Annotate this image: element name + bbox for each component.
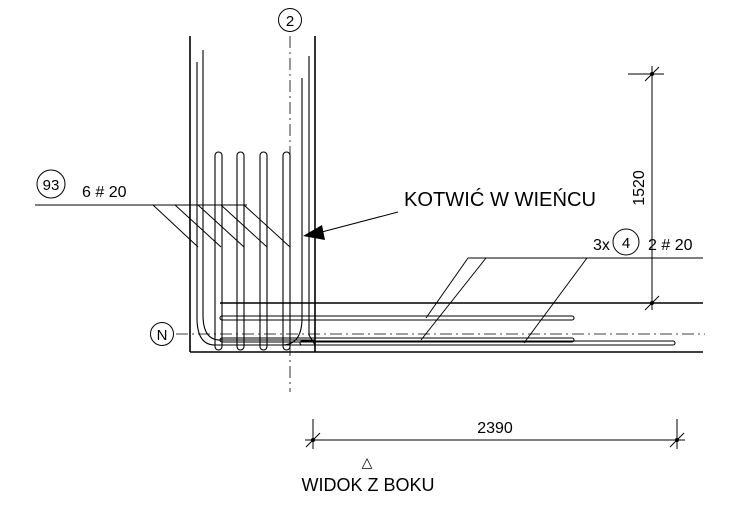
view-symbol: △ [362, 454, 373, 470]
anchorage-arrow-head [303, 225, 325, 240]
dimension-vertical-value: 1520 [631, 170, 648, 206]
axis-marker-n: N [150, 322, 174, 346]
bar-93-callout: 93 6 # 20 [35, 169, 291, 248]
bar-4-mark: 4 [622, 235, 630, 252]
axis-marker-n-label: N [157, 327, 168, 344]
bar-4-prefix: 3x [593, 237, 610, 254]
bar-4-spec: 2 # 20 [648, 237, 693, 254]
axis-marker-2: 2 [278, 8, 302, 32]
anchorage-annotation: KOTWIĆ W WIEŃCU [303, 188, 596, 240]
axis-marker-2-label: 2 [286, 13, 294, 30]
dimension-vertical: 1520 [628, 66, 664, 311]
bar-93-mark: 93 [43, 177, 60, 194]
stirrups [214, 151, 291, 351]
dimension-horizontal: 2390 [305, 419, 685, 449]
beam-outline [220, 302, 703, 353]
anchorage-annotation-text: KOTWIĆ W WIEŃCU [404, 188, 596, 211]
bar-4-callout: 3x 4 2 # 20 [420, 228, 703, 344]
beam-bars [219, 315, 676, 346]
dimension-horizontal-value: 2390 [477, 420, 513, 437]
bar-93-spec: 6 # 20 [82, 184, 127, 201]
column-outline [189, 36, 316, 353]
view-caption: WIDOK Z BOKU [301, 475, 434, 495]
